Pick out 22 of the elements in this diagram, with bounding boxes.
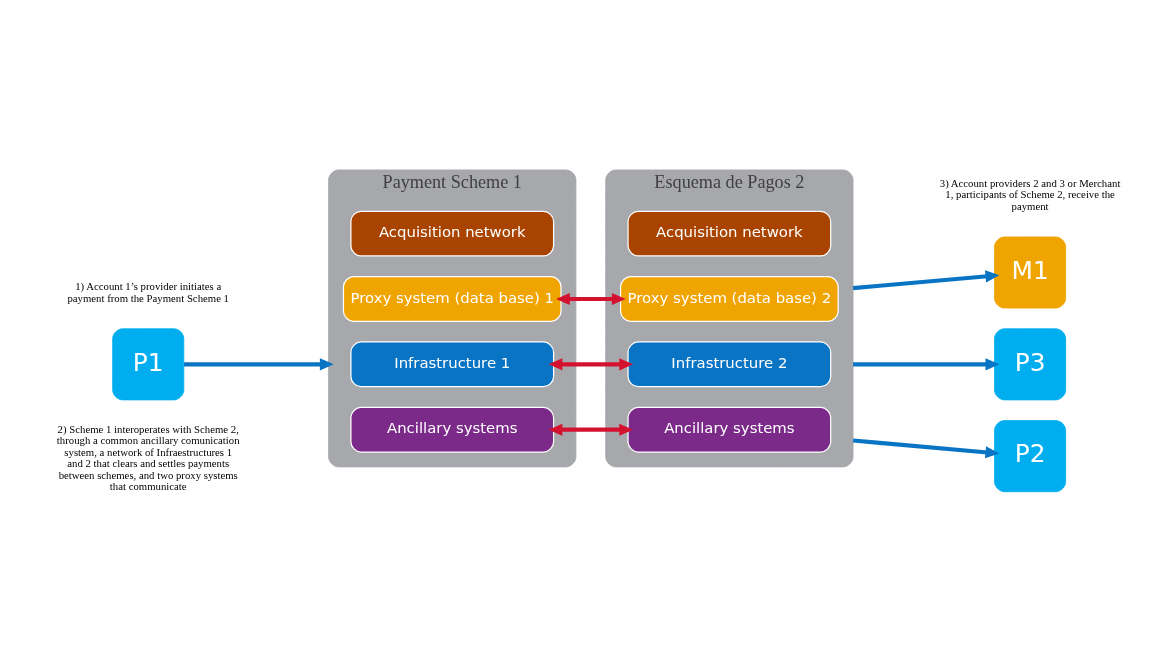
label: 3) Account providers 2 and 3 or Merchant 1, participants of Scheme 2, receive the payment xyxy=(939,176,1121,212)
node-box: P2 xyxy=(994,420,1067,493)
node-box: Ancillary systems xyxy=(350,406,555,453)
node-box: M1 xyxy=(994,236,1067,309)
node-box: Infrastructure 1 xyxy=(350,341,555,388)
arrow xyxy=(184,358,334,371)
arrow xyxy=(556,292,626,306)
arrow xyxy=(852,438,1000,459)
arrow xyxy=(548,423,634,436)
node-box: Proxy system (data base) 2 xyxy=(619,276,839,322)
label: 2) Scheme 1 interoperates with Scheme 2, through a common ancillary comunication system, a network of Infraestructures 1 and 2 that clears and settles payments between schemes, and two proxy systems that communicate xyxy=(56,422,240,493)
arrow xyxy=(548,358,634,371)
node-box: Acquisition network xyxy=(350,210,555,257)
arrow xyxy=(853,358,1000,371)
node-box: Proxy system (data base) 1 xyxy=(342,276,562,322)
node-box: Ancillary systems xyxy=(627,406,832,453)
node-box: Infrastructure 2 xyxy=(627,341,832,388)
node-box: Acquisition network xyxy=(627,210,832,257)
label: 1) Account 1’s provider initiates a payment from the Payment Scheme 1 xyxy=(67,280,229,304)
node-box: P1 xyxy=(112,328,185,401)
node-box: P3 xyxy=(994,328,1067,401)
arrow xyxy=(852,270,1000,291)
